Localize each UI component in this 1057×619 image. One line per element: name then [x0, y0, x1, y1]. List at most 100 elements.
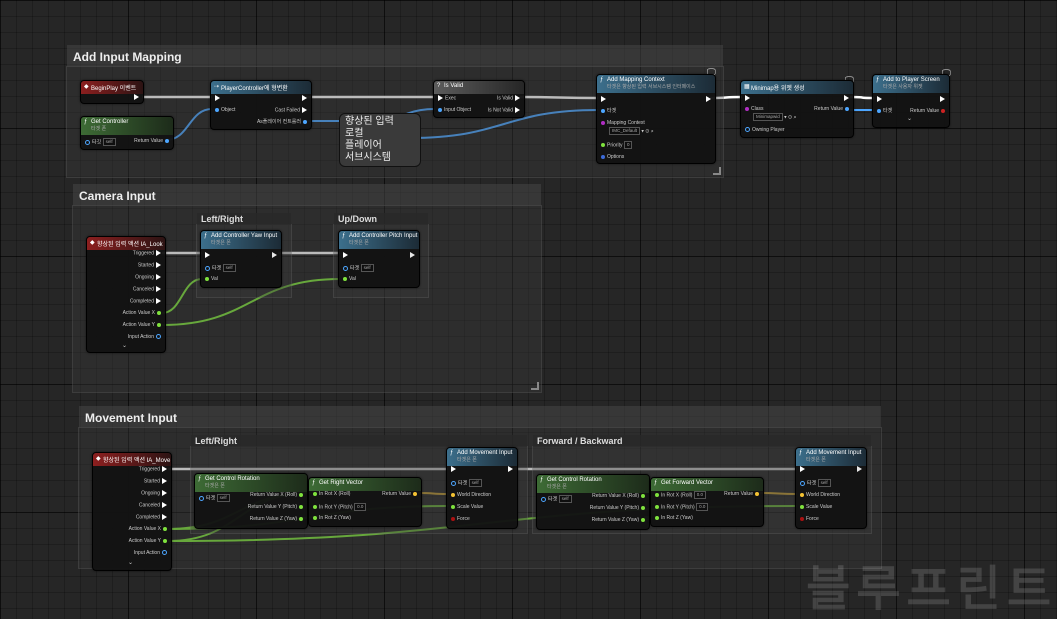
- world-direction-pin[interactable]: World Direction: [449, 492, 491, 499]
- chevron-down-icon[interactable]: ⌄: [907, 116, 913, 122]
- target-pin[interactable]: 타겟 self: [798, 479, 831, 487]
- exec-in-pin[interactable]: Exec: [436, 95, 456, 102]
- val-pin[interactable]: Val: [341, 276, 356, 283]
- completed-pin[interactable]: Completed: [136, 514, 169, 521]
- create-widget-node[interactable]: ▦Minimap용 위젯 생성 Class Minimapwid ▾ ⊙ ⌕ R…: [740, 80, 854, 138]
- scale-value-pin[interactable]: Scale Value: [798, 504, 832, 511]
- in-rot-z-pin[interactable]: In Rot Z (Yaw): [311, 515, 351, 522]
- action-value-y-pin[interactable]: Action Value Y: [123, 322, 163, 329]
- completed-pin[interactable]: Completed: [130, 298, 163, 305]
- exec-out-pin[interactable]: [855, 466, 864, 473]
- triggered-pin[interactable]: Triggered: [133, 250, 163, 257]
- world-direction-pin[interactable]: World Direction: [798, 492, 840, 499]
- resize-handle[interactable]: [713, 167, 721, 175]
- exec-out-pin[interactable]: [842, 95, 851, 102]
- scale-value-pin[interactable]: Scale Value: [449, 504, 483, 511]
- return-value-pin[interactable]: Return Value: [134, 138, 171, 145]
- return-value-pin[interactable]: Return Value: [382, 491, 419, 498]
- return-value-pin[interactable]: Return Value: [910, 108, 947, 115]
- in-rot-y-pin[interactable]: In Rot Y (Pitch) 0.0: [311, 503, 367, 511]
- as-playercontroller-pin[interactable]: As플레이어 컨트롤러: [257, 119, 309, 126]
- enhanced-input-subsystem-node[interactable]: 향상된 입력 로컬 플레이어 서브시스템: [339, 113, 421, 167]
- target-pin[interactable]: 타겟: [875, 108, 892, 115]
- started-pin[interactable]: Started: [144, 478, 169, 485]
- return-value-y-pin[interactable]: Return Value Y (Pitch): [590, 505, 647, 512]
- ia-look-node[interactable]: ◆향상된 입력 액션 IA_Look Triggered Started Ong…: [86, 236, 166, 353]
- val-pin[interactable]: Val: [203, 276, 218, 283]
- mapping-context-pin[interactable]: Mapping Context: [599, 120, 645, 127]
- action-value-x-pin[interactable]: Action Value X: [129, 526, 169, 533]
- ia-move-node[interactable]: ◆향상된 입력 액션 IA_Move Triggered Started Ong…: [92, 452, 172, 571]
- exec-in-pin[interactable]: [743, 95, 752, 102]
- priority-pin[interactable]: Priority 0: [599, 141, 633, 149]
- exec-out-pin[interactable]: [408, 252, 417, 259]
- exec-in-pin[interactable]: [341, 252, 350, 259]
- return-value-x-pin[interactable]: Return Value X (Roll): [592, 493, 647, 500]
- owning-player-pin[interactable]: Owning Player: [743, 127, 785, 134]
- input-object-pin[interactable]: Input Object: [436, 107, 471, 114]
- exec-out-pin[interactable]: [938, 96, 947, 103]
- exec-in-pin[interactable]: [875, 96, 884, 103]
- in-rot-x-pin[interactable]: In Rot X (Roll) 0.0: [653, 491, 707, 499]
- exec-in-pin[interactable]: [213, 95, 222, 102]
- ongoing-pin[interactable]: Ongoing: [141, 490, 169, 497]
- is-valid-pin[interactable]: Is Valid: [497, 95, 522, 102]
- exec-in-pin[interactable]: [599, 96, 608, 103]
- target-pin[interactable]: 타깃 self: [83, 138, 116, 146]
- exec-out-pin[interactable]: [270, 252, 279, 259]
- is-not-valid-pin[interactable]: Is Not Valid: [488, 107, 522, 114]
- exec-in-pin[interactable]: [449, 466, 458, 473]
- target-pin[interactable]: 타겟 self: [539, 495, 572, 503]
- exec-out-pin[interactable]: [506, 466, 515, 473]
- force-pin[interactable]: Force: [798, 516, 819, 523]
- ongoing-pin[interactable]: Ongoing: [135, 274, 163, 281]
- exec-out-pin[interactable]: [704, 96, 713, 103]
- is-valid-node[interactable]: ?Is Valid Exec Is Valid Input Object Is …: [433, 80, 525, 118]
- return-value-z-pin[interactable]: Return Value Z (Yaw): [250, 516, 305, 523]
- target-pin[interactable]: 타겟: [599, 108, 616, 115]
- in-rot-y-pin[interactable]: In Rot Y (Pitch) 0.0: [653, 503, 709, 511]
- canceled-pin[interactable]: Canceled: [139, 502, 169, 509]
- target-pin[interactable]: 타겟 self: [341, 264, 374, 272]
- in-rot-z-pin[interactable]: In Rot Z (Yaw): [653, 515, 693, 522]
- input-action-pin[interactable]: Input Action: [128, 334, 163, 341]
- started-pin[interactable]: Started: [138, 262, 163, 269]
- action-value-y-pin[interactable]: Action Value Y: [129, 538, 169, 545]
- beginplay-node[interactable]: ◆BeginPlay 이벤트: [80, 80, 144, 104]
- options-pin[interactable]: Options: [599, 154, 624, 161]
- return-value-pin[interactable]: Return Value: [724, 491, 761, 498]
- object-pin[interactable]: Object: [213, 107, 235, 114]
- chevron-down-icon[interactable]: ⌄: [122, 343, 128, 349]
- exec-in-pin[interactable]: [798, 466, 807, 473]
- input-action-pin[interactable]: Input Action: [134, 550, 169, 557]
- chevron-down-icon[interactable]: ⌄: [128, 560, 134, 566]
- exec-out-pin[interactable]: [300, 95, 309, 102]
- in-rot-x-pin[interactable]: In Rot X (Roll): [311, 491, 350, 498]
- exec-in-pin[interactable]: [203, 252, 212, 259]
- return-value-y-pin[interactable]: Return Value Y (Pitch): [248, 504, 305, 511]
- return-value-pin[interactable]: Return Value: [814, 106, 851, 113]
- return-value-x-pin[interactable]: Return Value X (Roll): [250, 492, 305, 499]
- exec-out-pin[interactable]: [132, 94, 141, 101]
- action-value-x-pin[interactable]: Action Value X: [123, 310, 163, 317]
- class-dropdown[interactable]: Minimapwid ▾ ⊙ ⌕: [753, 113, 796, 121]
- force-pin[interactable]: Force: [449, 516, 470, 523]
- canceled-pin[interactable]: Canceled: [133, 286, 163, 293]
- cast-to-playercontroller-node[interactable]: ⇢PlayerController에 형변환 Object Cast Faile…: [210, 80, 312, 130]
- triggered-pin[interactable]: Triggered: [139, 466, 169, 473]
- class-pin[interactable]: Class: [743, 106, 764, 113]
- target-pin[interactable]: 타겟 self: [203, 264, 236, 272]
- return-value-z-pin[interactable]: Return Value Z (Yaw): [592, 517, 647, 524]
- cast-failed-pin[interactable]: Cast Failed: [275, 107, 309, 114]
